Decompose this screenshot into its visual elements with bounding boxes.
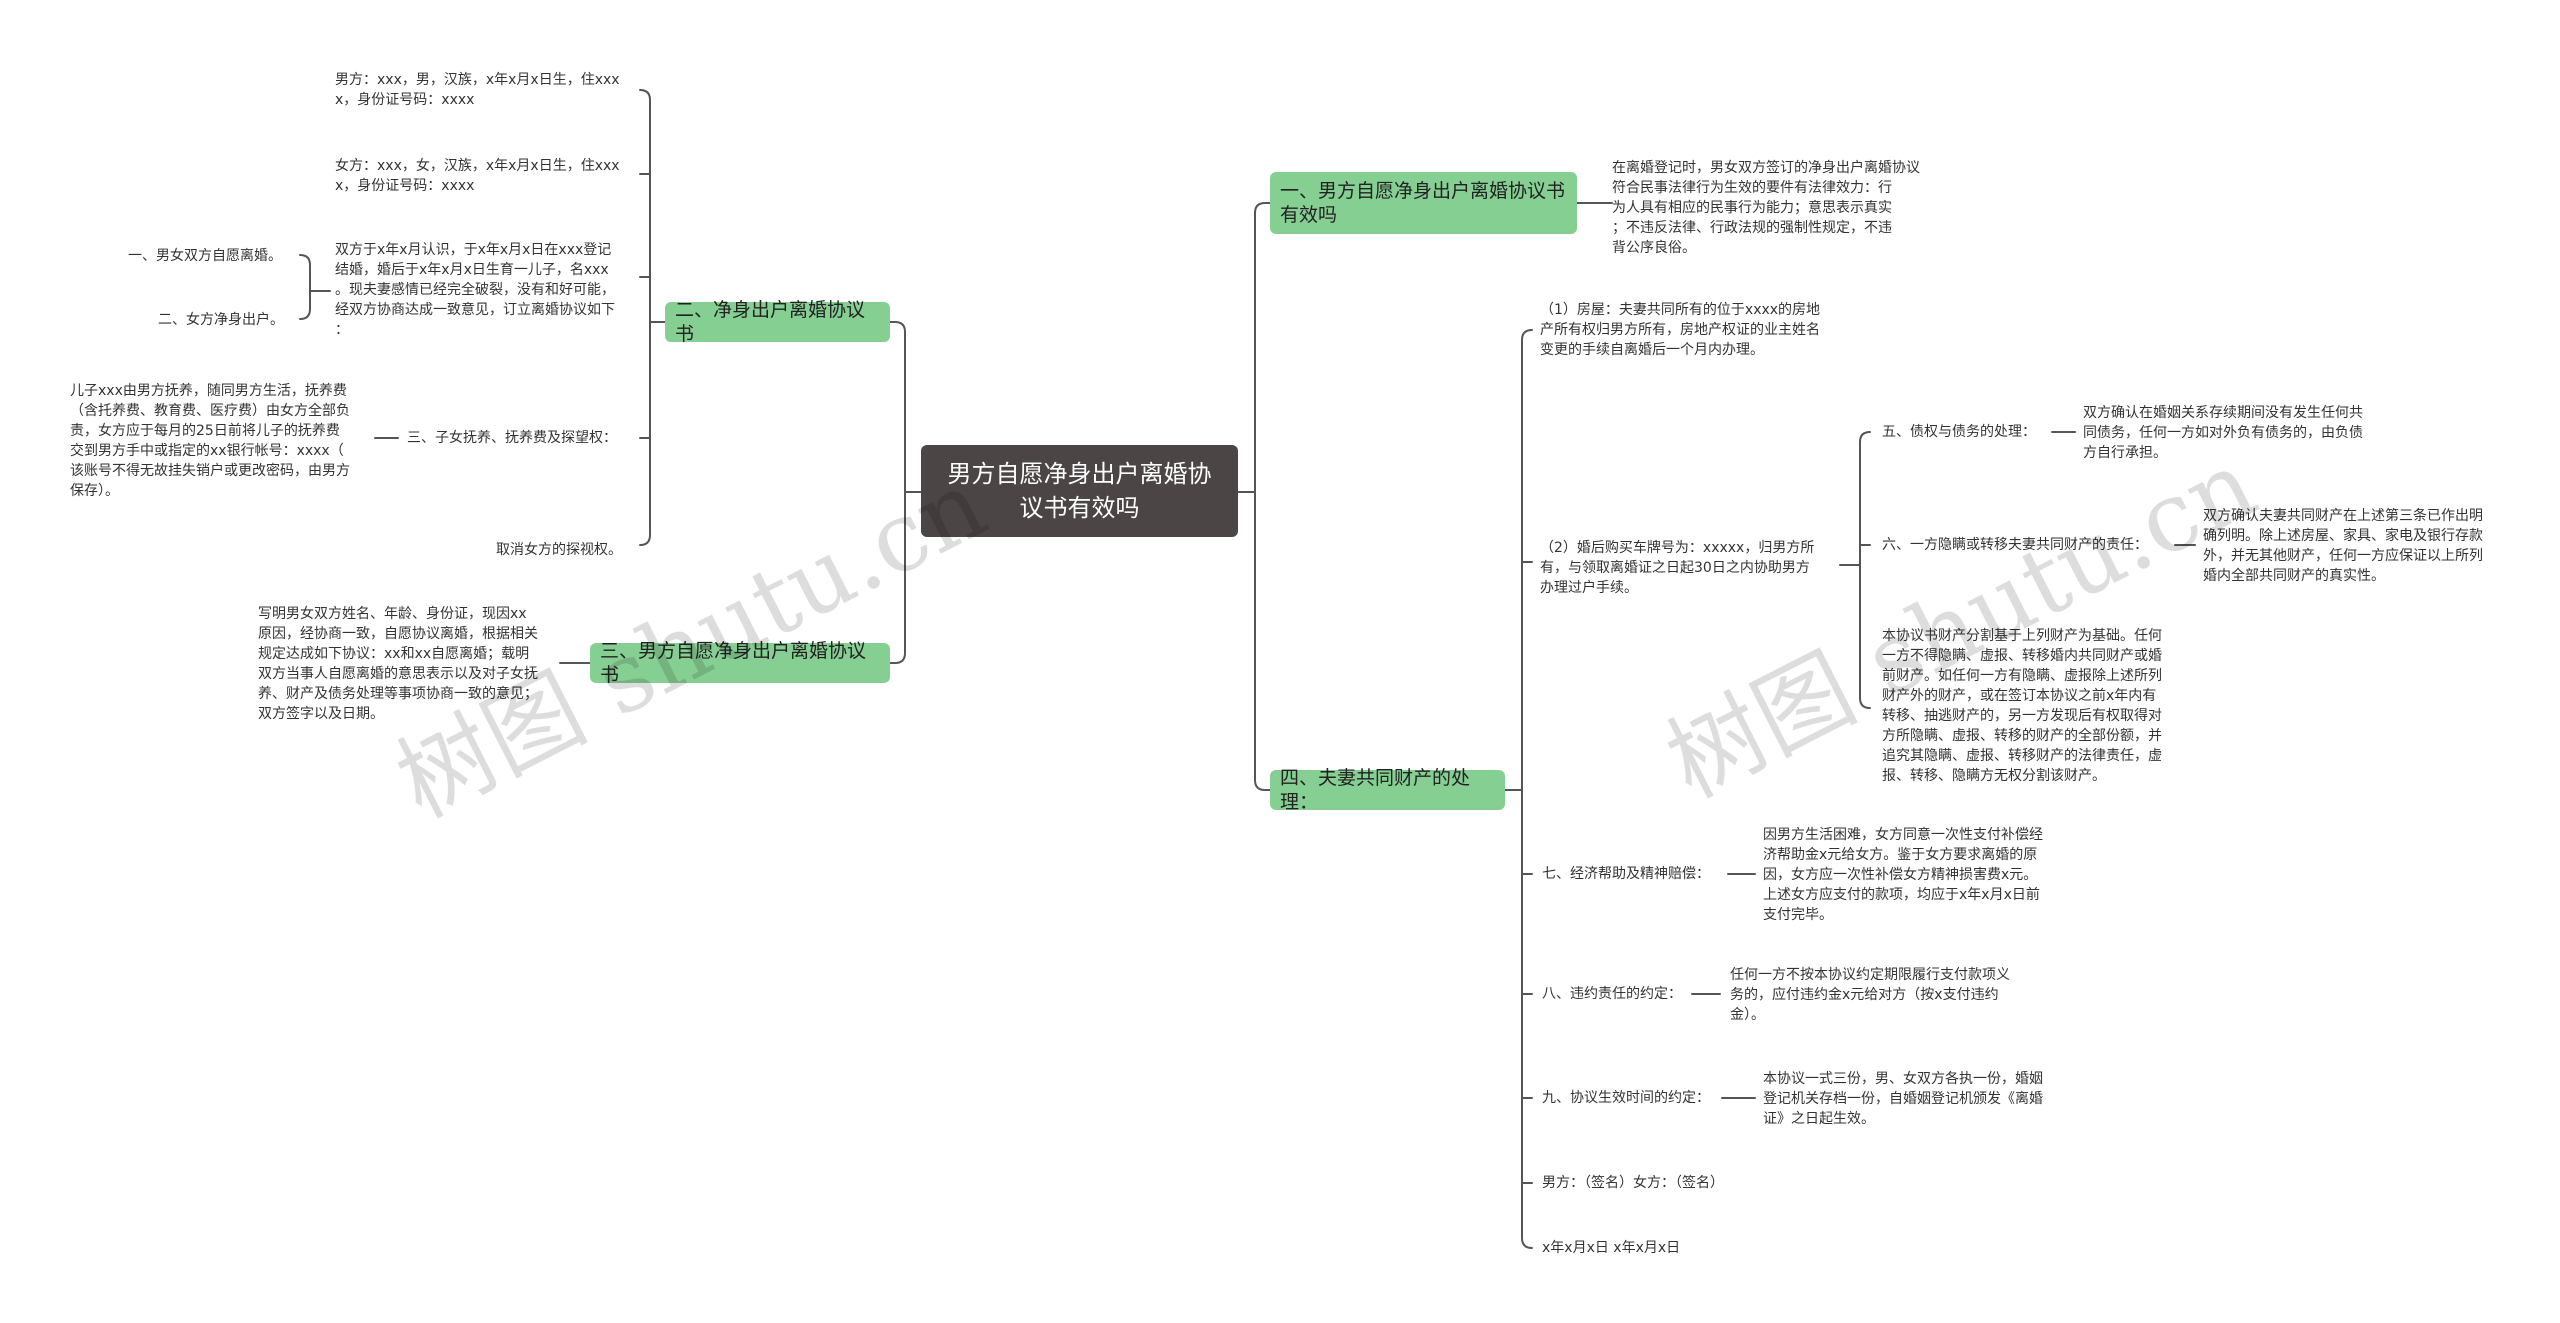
branch-2[interactable]: 二、净身出户离婚协议书 [665, 299, 890, 345]
branch-4[interactable]: 四、夫妻共同财产的处理： [1270, 767, 1505, 813]
branch-1-text[interactable]: 在离婚登记时，男女双方签订的净身出户离婚协议 符合民事法律行为生效的要件有法律效… [1612, 160, 1920, 256]
husband-info[interactable]: 男方：xxx，男，汉族，x年x月x日生，住xxx x，身份证号码：xxxx [335, 72, 620, 108]
item-9-text[interactable]: 本协议一式三份，男、女双方各执一份，婚姻 登记机关存档一份，自婚姻登记机颁发《离… [1763, 1071, 2043, 1127]
branch-3-text[interactable]: 写明男女双方姓名、年龄、身份证，现因xx 原因，经协商一致，自愿协议离婚，根据相… [258, 606, 538, 722]
link-intro-bracket [299, 254, 331, 320]
sign-line[interactable]: 男方：（签名）女方：（签名） [1542, 1175, 1724, 1191]
wife-info[interactable]: 女方：xxx，女，汉族，x年x月x日生，住xxx x，身份证号码：xxxx [335, 158, 620, 194]
hide-item[interactable]: 六、一方隐瞒或转移夫妻共同财产的责任： [1882, 537, 2148, 553]
intro-text[interactable]: 双方于x年x月认识，于x年x月x日在xxx登记 结婚，婚后于x年x月x日生育一儿… [335, 242, 615, 338]
basis-text[interactable]: 本协议书财产分割基于上列财产为基础。任何 一方不得隐瞒、虚报、转移婚内共同财产或… [1882, 628, 2162, 784]
link-root-b3 [889, 491, 922, 664]
house-item[interactable]: （1）房屋：夫妻共同所有的位于xxxx的房地 产所有权归男方所有，房地产权证的业… [1540, 302, 1821, 358]
root-topic[interactable]: 男方自愿净身出户离婚协 议书有效吗 [921, 445, 1238, 537]
item-2[interactable]: 二、女方净身出户。 [158, 312, 284, 328]
item-8-text[interactable]: 任何一方不按本协议约定期限履行支付款项义 务的，应付违约金x元给对方（按x支付违… [1730, 967, 2010, 1023]
item-7-text[interactable]: 因男方生活困难，女方同意一次性支付补偿经 济帮助金x元给女方。鉴于女方要求离婚的… [1763, 827, 2043, 923]
link-root-b2 [889, 321, 922, 493]
child-support-text[interactable]: 儿子xxx由男方抚养，随同男方生活，抚养费 （含托养费、教育费、医疗费）由女方全… [70, 383, 350, 499]
debt-item[interactable]: 五、债权与债务的处理： [1882, 424, 2036, 440]
link-root-b1 [1237, 202, 1271, 493]
link-root-b4 [1237, 491, 1271, 791]
date-line[interactable]: x年x月x日 x年x月x日 [1542, 1240, 1681, 1256]
car-item[interactable]: （2）婚后购买车牌号为：xxxxx，归男方所 有，与领取离婚证之日起30日之内协… [1540, 540, 1815, 596]
branch-1[interactable]: 一、男方自愿净身出户离婚协议书 有效吗 [1270, 172, 1577, 234]
link-car-bracket [1839, 431, 1871, 709]
item-3[interactable]: 三、子女抚养、抚养费及探望权： [407, 430, 617, 446]
hide-text[interactable]: 双方确认夫妻共同财产在上述第三条已作出明 确列明。除上述房屋、家具、家电及银行存… [2203, 508, 2483, 584]
item-8[interactable]: 八、违约责任的约定： [1542, 986, 1682, 1002]
link-b4-bracket [1504, 329, 1533, 1249]
cancel-visit[interactable]: 取消女方的探视权。 [496, 542, 622, 558]
item-9[interactable]: 九、协议生效时间的约定： [1542, 1090, 1710, 1106]
link-b2-bracket [639, 89, 666, 546]
branch-3[interactable]: 三、男方自愿净身出户离婚协议书 [590, 640, 890, 686]
item-7[interactable]: 七、经济帮助及精神赔偿： [1542, 866, 1710, 882]
debt-text[interactable]: 双方确认在婚姻关系存续期间没有发生任何共 同债务，任何一方如对外负有债务的，由负… [2083, 405, 2363, 461]
item-1[interactable]: 一、男女双方自愿离婚。 [128, 248, 282, 264]
